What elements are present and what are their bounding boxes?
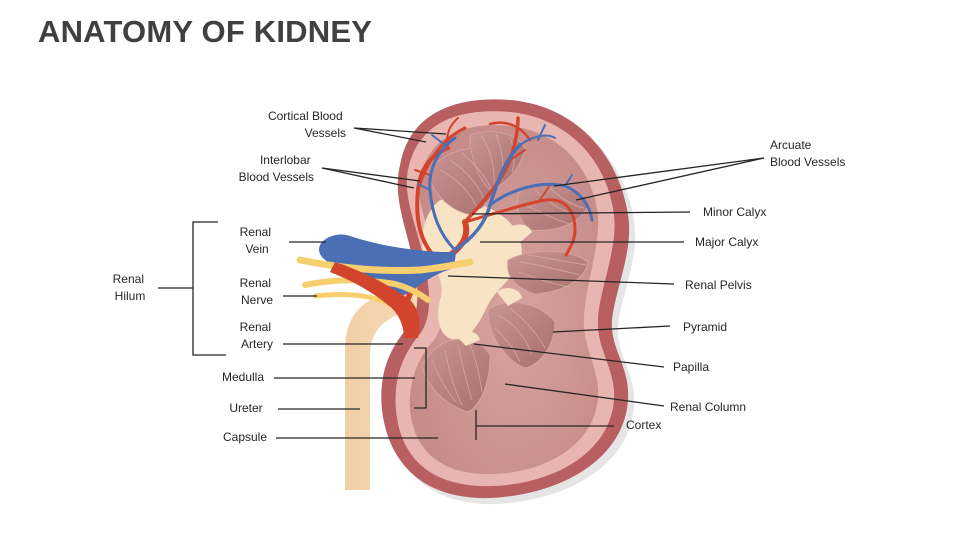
labels: Cortical Blood Vessels Interlobar Blood …	[113, 109, 846, 444]
label-medulla: Medulla	[222, 370, 264, 384]
label-renal-nerve: Renal Nerve	[240, 276, 275, 307]
label-ureter: Ureter	[229, 401, 262, 415]
veins	[417, 124, 594, 252]
label-renal-artery: Renal Artery	[240, 320, 275, 351]
label-renal-column: Renal Column	[670, 400, 746, 414]
renal-pelvis	[422, 199, 522, 340]
leader-lines	[158, 127, 765, 440]
kidney	[381, 99, 636, 505]
label-cortex: Cortex	[626, 418, 661, 432]
label-minor-calyx: Minor Calyx	[703, 205, 766, 219]
label-interlobar-blood-vessels: Interlobar Blood Vessels	[239, 153, 314, 184]
renal-artery	[330, 262, 420, 338]
label-papilla: Papilla	[673, 360, 709, 374]
label-capsule: Capsule	[223, 430, 267, 444]
label-pyramid: Pyramid	[683, 320, 727, 334]
label-renal-hilum: Renal Hilum	[113, 272, 148, 303]
label-renal-vein: Renal Vein	[240, 225, 275, 256]
ureter	[345, 280, 450, 490]
label-arcuate-blood-vessels: Arcuate Blood Vessels	[770, 138, 845, 169]
label-major-calyx: Major Calyx	[695, 235, 758, 249]
label-cortical-blood-vessels: Cortical Blood Vessels	[268, 109, 346, 140]
label-renal-pelvis: Renal Pelvis	[685, 278, 752, 292]
page-title: ANATOMY OF KIDNEY	[38, 14, 373, 49]
